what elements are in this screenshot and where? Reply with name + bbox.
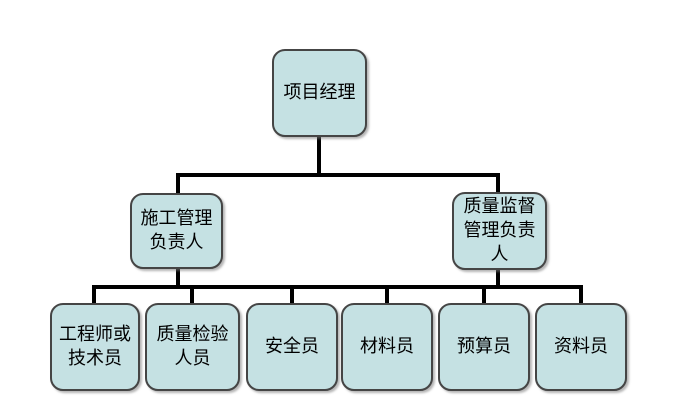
node-material-officer: 材料员 [341, 303, 433, 391]
node-document-officer: 资料员 [535, 303, 627, 391]
connector-drop-engineer-technician [92, 287, 96, 304]
connector-feed-construction-lead [176, 268, 180, 289]
connector-level3-bus [92, 285, 583, 289]
node-quality-lead: 质量监督 管理负责 人 [452, 192, 547, 270]
node-engineer-technician: 工程师或 技术员 [50, 303, 140, 391]
node-quality-inspection: 质量检验 人员 [145, 303, 240, 391]
connector-drop-budget-officer [482, 287, 486, 304]
connector-drop-material-officer [385, 287, 389, 304]
connector-drop-quality-inspection [190, 287, 194, 304]
node-budget-officer: 预算员 [438, 303, 530, 391]
node-construction-lead: 施工管理 负责人 [130, 193, 223, 269]
connector-drop-quality-lead [496, 175, 500, 194]
node-safety-officer: 安全员 [246, 303, 338, 391]
connector-drop-document-officer [579, 287, 583, 304]
connector-feed-quality-lead [496, 269, 500, 289]
connector-drop-construction-lead [176, 175, 180, 195]
connector-root-stem [317, 136, 321, 177]
connector-drop-safety-officer [290, 287, 294, 304]
node-project-manager: 项目经理 [272, 49, 367, 137]
connector-level1-crossbar [176, 173, 500, 177]
